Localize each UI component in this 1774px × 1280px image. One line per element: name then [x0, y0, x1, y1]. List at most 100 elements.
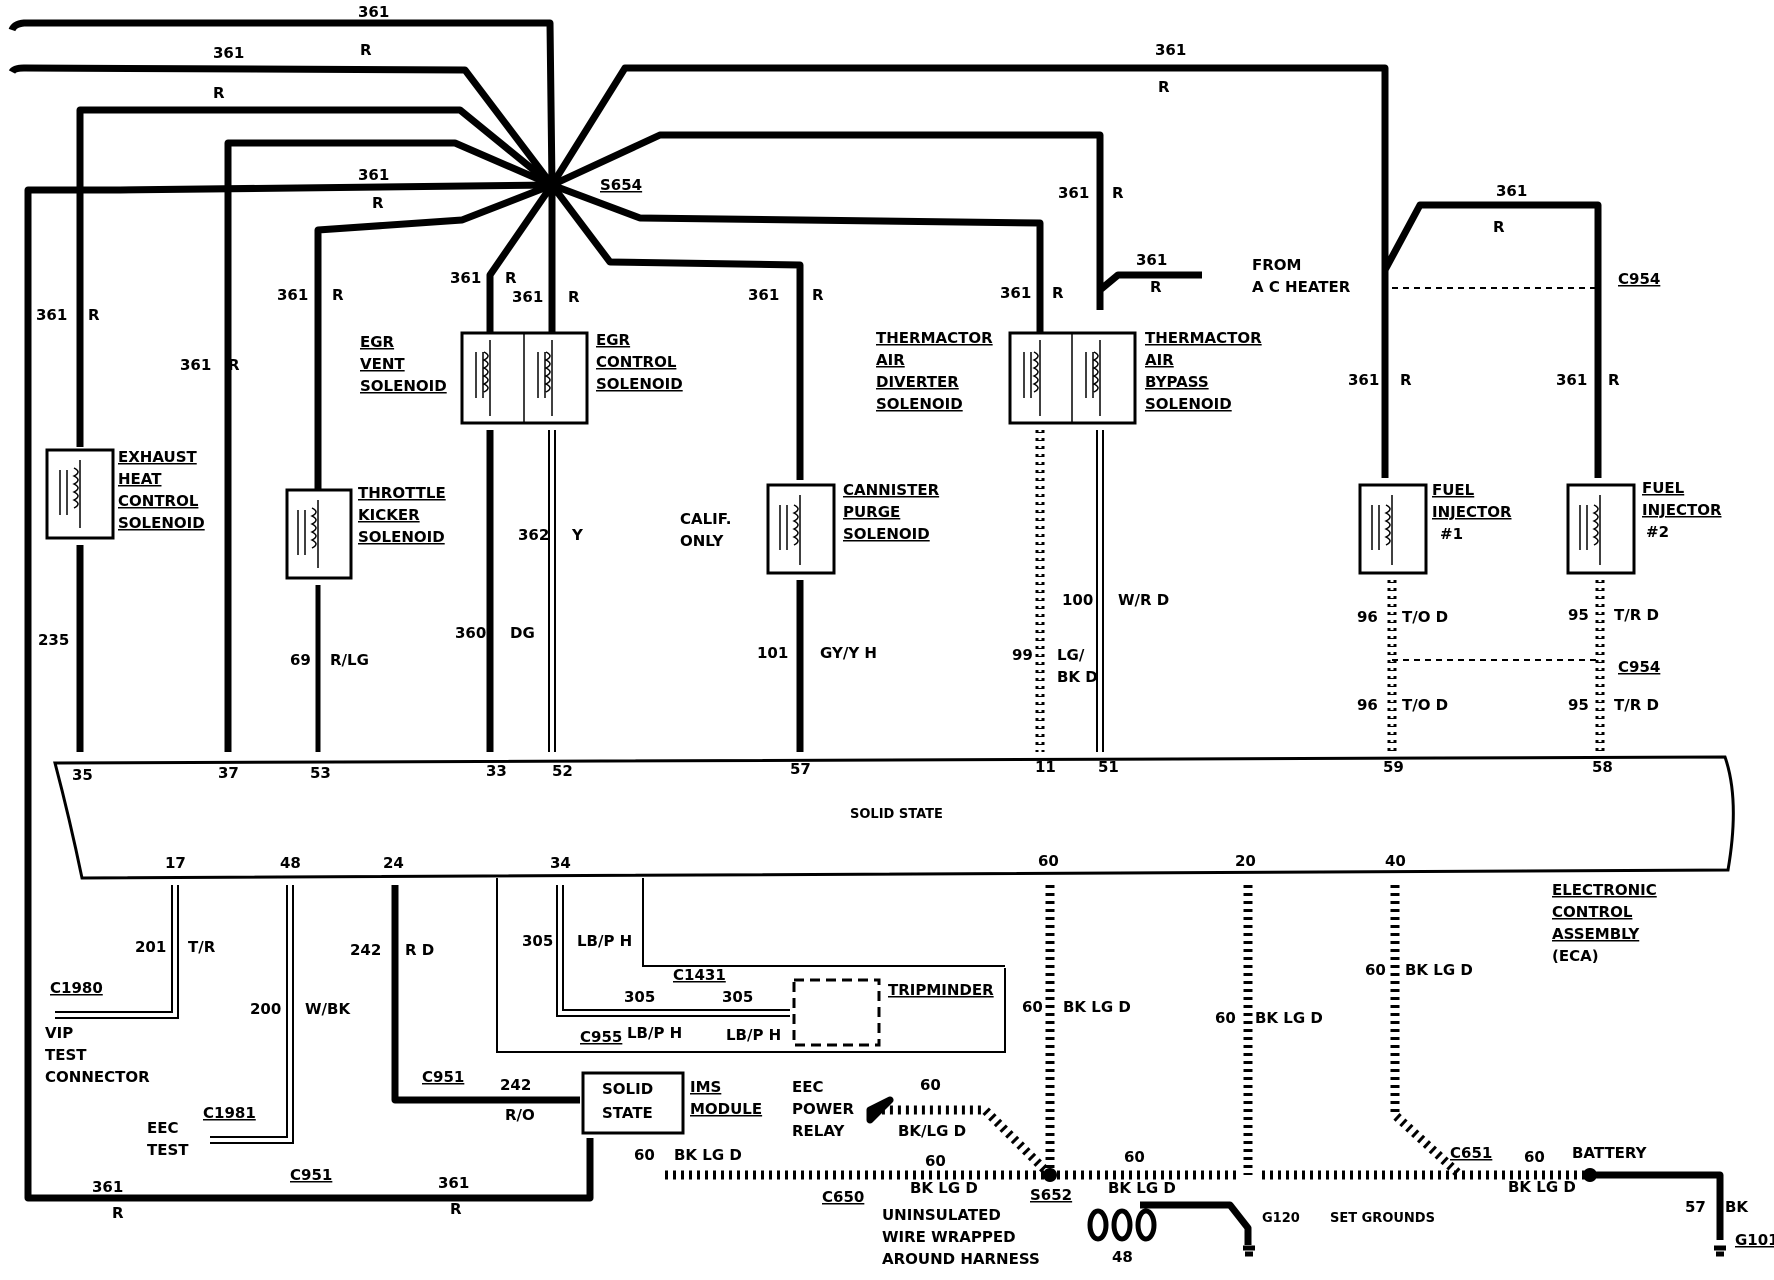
label-361: 361	[180, 356, 211, 374]
label-361: 361	[1155, 41, 1186, 59]
wire-362: 362	[518, 526, 549, 544]
label-361: 361	[358, 166, 389, 184]
injector2-title: FUEL	[1642, 479, 1685, 497]
injector1-title: FUEL	[1432, 481, 1475, 499]
ims-module-title: IMS	[690, 1078, 721, 1096]
label-r: R	[505, 269, 517, 287]
pin-label: 20	[1235, 852, 1256, 870]
label-361: 361	[450, 269, 481, 287]
cannister-title: CANNISTER	[843, 481, 940, 499]
eca-title: CONTROL	[1552, 903, 1633, 921]
thermactor-bypass-title: SOLENOID	[1145, 395, 1232, 413]
calif-note: ONLY	[680, 532, 725, 550]
wire-color: W/R D	[1118, 591, 1169, 609]
label-361: 361	[512, 288, 543, 306]
thermactor-bypass-title: BYPASS	[1145, 373, 1209, 391]
pin-label: 58	[1592, 758, 1613, 776]
ims-box	[581, 1071, 685, 1135]
ground-g120: G120	[1262, 1211, 1300, 1226]
set-grounds-note: SET GROUNDS	[1330, 1211, 1435, 1226]
eec-test-note: TEST	[147, 1141, 189, 1159]
label-361: 361	[1136, 251, 1167, 269]
wire-color: T/R D	[1614, 696, 1659, 714]
wire-201: 201	[135, 938, 166, 956]
connector-c954: C954	[1618, 270, 1660, 288]
pin-label: 11	[1035, 758, 1056, 776]
connector-c1980: C1980	[50, 979, 103, 997]
pin-label: 40	[1385, 852, 1406, 870]
pin-label: 35	[72, 766, 93, 784]
throttle-title: KICKER	[358, 506, 420, 524]
solenoid-boxes	[45, 331, 1636, 580]
thermactor-diverter-title: DIVERTER	[876, 373, 959, 391]
exhaust-title: CONTROL	[118, 492, 199, 510]
wire-305: 305	[722, 988, 753, 1006]
wire-235: 235	[38, 631, 69, 649]
pin-label: 60	[1038, 852, 1059, 870]
pin-label: 53	[310, 764, 331, 782]
wire-60: 60	[1022, 998, 1043, 1016]
egr-vent-title: SOLENOID	[360, 377, 447, 395]
from-heater-note: A C HEATER	[1252, 278, 1351, 296]
vip-note: VIP	[45, 1024, 73, 1042]
wire-95: 95	[1568, 696, 1589, 714]
pin-label: 51	[1098, 758, 1119, 776]
label-r: R	[1608, 371, 1620, 389]
label-361: 361	[1348, 371, 1379, 389]
pin-label: 52	[552, 762, 573, 780]
thermactor-bypass-title: THERMACTOR	[1145, 329, 1262, 347]
eca-title: ASSEMBLY	[1552, 925, 1640, 943]
ims-module-title: MODULE	[690, 1100, 762, 1118]
vip-note: CONNECTOR	[45, 1068, 150, 1086]
wire-57: 57	[1685, 1198, 1706, 1216]
wire-color: BK LG D	[1063, 998, 1131, 1016]
pin-label: 34	[550, 854, 571, 872]
wire-color: GY/Y H	[820, 644, 877, 662]
pin-label: 33	[486, 762, 507, 780]
ims-title: SOLID	[602, 1080, 653, 1098]
tripminder-box	[792, 978, 881, 1047]
vip-note: TEST	[45, 1046, 87, 1064]
connector-c651: C651	[1450, 1144, 1492, 1162]
ground-g101: G101	[1735, 1231, 1774, 1249]
wire-color: LG/	[1057, 646, 1085, 664]
uninsulated-note: WIRE WRAPPED	[882, 1228, 1016, 1246]
label-r: R	[88, 306, 100, 324]
wire-color: T/O D	[1402, 696, 1448, 714]
wire-60: 60	[925, 1152, 946, 1170]
eec-relay-title: RELAY	[792, 1122, 846, 1140]
label-r: R	[1052, 284, 1064, 302]
label-r: R	[450, 1200, 462, 1218]
pin-label: 57	[790, 760, 811, 778]
wire-60: 60	[920, 1076, 941, 1094]
label-361: 361	[1496, 182, 1527, 200]
label-361: 361	[36, 306, 67, 324]
wire-color: T/R D	[1614, 606, 1659, 624]
wire-color: T/R	[188, 938, 216, 956]
wire-95: 95	[1568, 606, 1589, 624]
label-361: 361	[1058, 184, 1089, 202]
injector2-title: #2	[1646, 523, 1669, 541]
label-361: 361	[748, 286, 779, 304]
eec-relay-title: POWER	[792, 1100, 855, 1118]
label-r: R	[332, 286, 344, 304]
thermactor-diverter-title: AIR	[876, 351, 905, 369]
label-r: R	[372, 194, 384, 212]
label-361: 361	[1556, 371, 1587, 389]
wires-to-eca	[76, 287, 1605, 752]
wire-color: R D	[405, 941, 434, 959]
wire-color: T/O D	[1402, 608, 1448, 626]
label-r: R	[1400, 371, 1412, 389]
pin-label: 17	[165, 854, 186, 872]
wire-color: R/O	[505, 1106, 535, 1124]
wire-color: R/LG	[330, 651, 369, 669]
wire-color: BK LG D	[1405, 961, 1473, 979]
wire-color: BK/LG D	[898, 1122, 966, 1140]
connector-c951: C951	[290, 1166, 332, 1184]
uninsulated-note: UNINSULATED	[882, 1206, 1001, 1224]
pin-label: 59	[1383, 758, 1404, 776]
thermactor-bypass-title: AIR	[1145, 351, 1174, 369]
wire-96: 96	[1357, 696, 1378, 714]
exhaust-title: EXHAUST	[118, 448, 197, 466]
